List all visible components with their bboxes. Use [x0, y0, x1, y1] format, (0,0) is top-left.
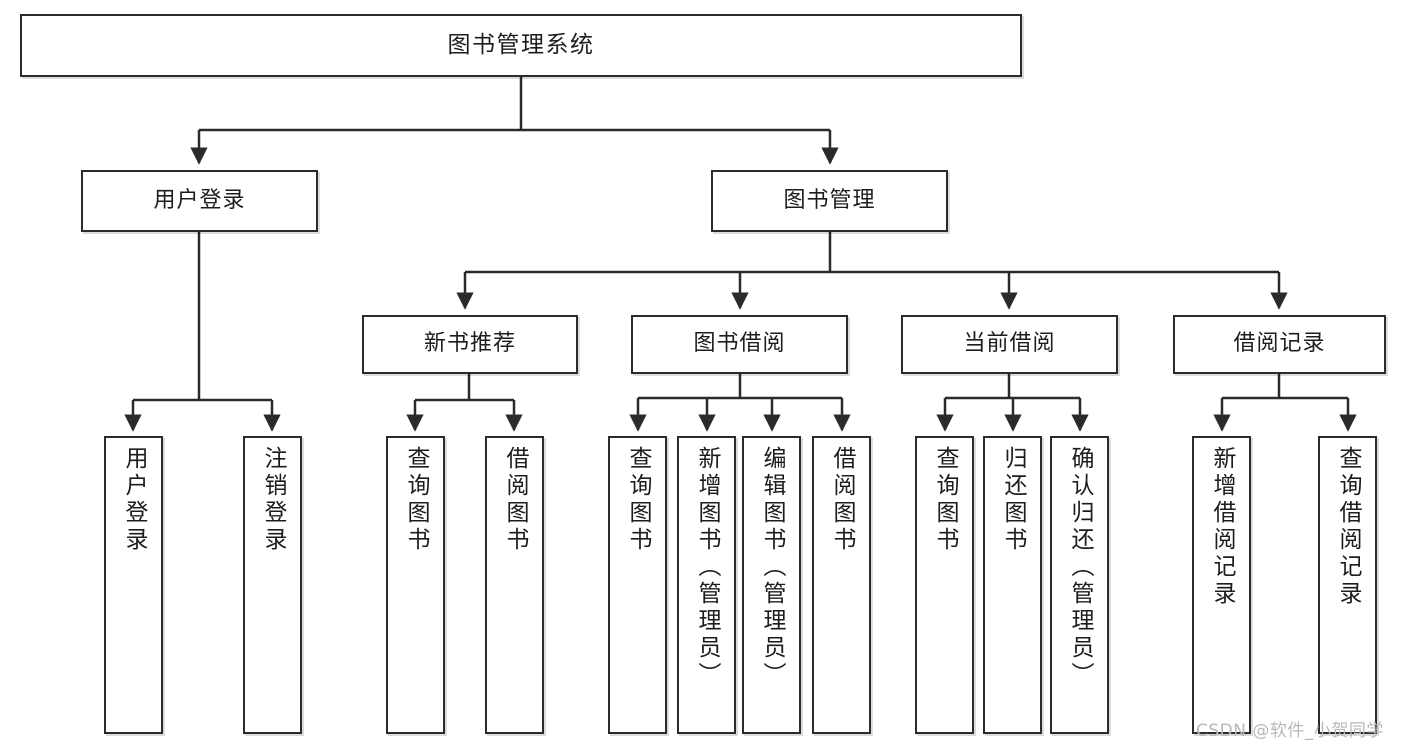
node-label: 当前借阅	[963, 331, 1056, 357]
node-label: 新书推荐	[423, 331, 516, 357]
csdn-watermark: CSDN @软件_小贺同学	[1196, 721, 1384, 741]
leaf-bookborrow-edit-book-admin[interactable]: 编辑图书（管理员）	[742, 436, 801, 734]
node-label: 编辑图书（管理员）	[759, 446, 785, 689]
node-root-book-management-system[interactable]: 图书管理系统	[20, 14, 1022, 77]
node-label: 图书管理	[783, 187, 876, 213]
node-label: 查询图书	[403, 446, 429, 554]
node-label: 归还图书	[1000, 446, 1026, 554]
node-label: 用户登录	[121, 446, 147, 554]
leaf-currentborrow-confirm-return-admin[interactable]: 确认归还（管理员）	[1050, 436, 1109, 734]
node-book-borrow[interactable]: 图书借阅	[631, 315, 848, 374]
leaf-bookborrow-query-book[interactable]: 查询图书	[608, 436, 667, 734]
leaf-bookborrow-add-book-admin[interactable]: 新增图书（管理员）	[677, 436, 736, 734]
node-label: 借阅记录	[1233, 331, 1326, 357]
node-label: 注销登录	[260, 446, 286, 554]
node-label: 用户登录	[153, 187, 246, 213]
node-label: 新增借阅记录	[1209, 446, 1235, 608]
node-label: 查询图书	[932, 446, 958, 554]
node-label: 图书借阅	[693, 331, 786, 357]
leaf-borrowrecord-query-record[interactable]: 查询借阅记录	[1318, 436, 1377, 734]
leaf-bookborrow-borrow-book[interactable]: 借阅图书	[812, 436, 871, 734]
node-current-borrow[interactable]: 当前借阅	[901, 315, 1118, 374]
node-label: 借阅图书	[502, 446, 528, 554]
node-user-login[interactable]: 用户登录	[81, 170, 318, 232]
node-label: 新增图书（管理员）	[694, 446, 720, 689]
node-label: 查询图书	[625, 446, 651, 554]
node-book-management[interactable]: 图书管理	[711, 170, 948, 232]
node-label: 确认归还（管理员）	[1067, 446, 1093, 689]
node-label: 查询借阅记录	[1335, 446, 1361, 608]
leaf-borrowrecord-add-record[interactable]: 新增借阅记录	[1192, 436, 1251, 734]
leaf-user-login-signout[interactable]: 注销登录	[243, 436, 302, 734]
leaf-currentborrow-query-book[interactable]: 查询图书	[915, 436, 974, 734]
node-label: 图书管理系统	[447, 31, 595, 58]
node-label: 借阅图书	[829, 446, 855, 554]
leaf-currentborrow-return-book[interactable]: 归还图书	[983, 436, 1042, 734]
node-new-book-recommend[interactable]: 新书推荐	[362, 315, 578, 374]
leaf-user-login-signin[interactable]: 用户登录	[104, 436, 163, 734]
node-borrow-record[interactable]: 借阅记录	[1173, 315, 1386, 374]
leaf-newbook-borrow-book[interactable]: 借阅图书	[485, 436, 544, 734]
leaf-newbook-query-book[interactable]: 查询图书	[386, 436, 445, 734]
